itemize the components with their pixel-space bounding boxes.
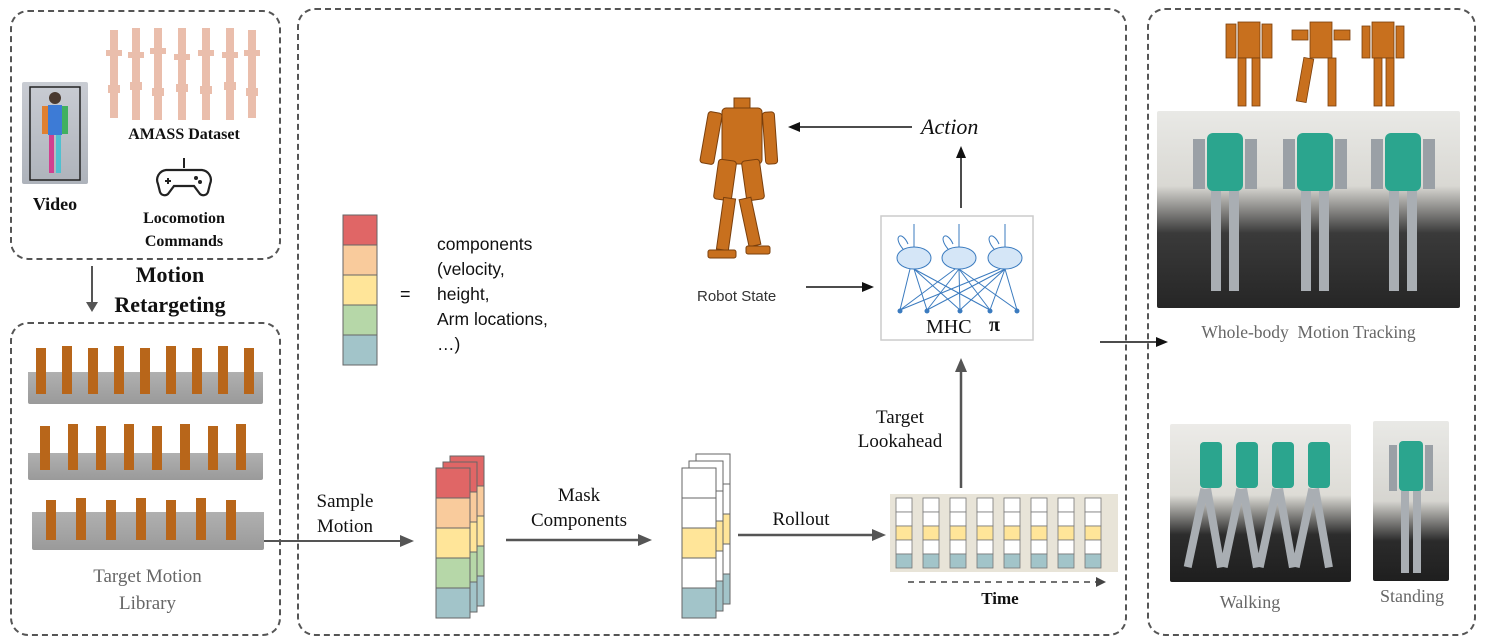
time-label: Time — [981, 589, 1019, 608]
robot-figure — [699, 97, 779, 259]
rollout-timeline — [890, 494, 1118, 572]
legend-equals: = — [400, 284, 411, 304]
video-thumbnail — [22, 82, 88, 184]
mask-label-1: Mask — [557, 485, 601, 506]
retarget-arrow — [86, 266, 98, 312]
locomotion-label-2: Commands — [144, 233, 224, 250]
library-image-3 — [32, 496, 264, 550]
walking-photo — [1170, 424, 1351, 582]
gamepad-icon — [156, 158, 212, 197]
component-green — [342, 304, 378, 336]
target-lookahead-label-1: Target — [876, 407, 924, 428]
library-label-1: Target Motion — [93, 566, 202, 587]
library-image-2 — [28, 420, 263, 480]
library-label-2: Library — [119, 593, 176, 614]
whole-body-label: Whole-body Motion Tracking — [1201, 322, 1416, 342]
legend-line-4: Arm locations, — [437, 309, 548, 329]
sample-motion-label-2: Motion — [317, 516, 373, 537]
walking-label: Walking — [1219, 592, 1281, 612]
masked-motion-stack — [681, 453, 731, 619]
results-panel — [1147, 8, 1476, 636]
action-label: Action — [921, 114, 979, 139]
component-red — [342, 214, 378, 246]
whole-body-photo — [1157, 111, 1460, 308]
legend-line-3: height, — [437, 284, 490, 304]
library-robots-2 — [40, 424, 246, 470]
sample-motion-label-1: Sample — [316, 491, 374, 512]
walking-robots — [1183, 442, 1333, 569]
library-robots-1 — [36, 346, 254, 394]
component-orange — [342, 244, 378, 276]
training-panel — [297, 8, 1127, 636]
sampled-motion-stack — [435, 455, 485, 619]
pi-label: π — [989, 314, 1000, 336]
sim-robots — [1225, 21, 1405, 107]
legend-line-1: components — [437, 234, 533, 254]
video-label: Video — [32, 194, 78, 214]
component-stack-legend — [342, 214, 378, 366]
robot-state-label: Robot State — [697, 288, 777, 305]
input-panel — [10, 10, 281, 260]
whole-body-robots — [1193, 133, 1435, 291]
video-person-figure — [29, 86, 81, 181]
library-panel — [10, 322, 281, 636]
locomotion-label-1: Locomotion — [143, 210, 225, 227]
retargeting-label-2: Retargeting — [114, 292, 226, 317]
component-yellow — [342, 274, 378, 306]
neural-network-icon — [896, 224, 1023, 311]
component-blue — [342, 334, 378, 366]
target-lookahead-label-2: Lookahead — [857, 431, 943, 452]
standing-label: Standing — [1379, 586, 1444, 606]
legend-text: components (velocity, height, Arm locati… — [437, 232, 548, 357]
amass-label: AMASS Dataset — [128, 126, 240, 143]
mask-label-2: Components — [530, 510, 628, 531]
legend-line-2: (velocity, — [437, 259, 505, 279]
legend-line-5: …) — [437, 334, 461, 354]
rollout-label: Rollout — [772, 509, 830, 530]
retargeting-label-1: Motion — [135, 262, 205, 287]
standing-robot — [1389, 441, 1433, 573]
mhc-label: MHC — [926, 316, 972, 338]
standing-photo — [1373, 421, 1449, 581]
library-image-1 — [28, 340, 263, 404]
amass-figures — [106, 28, 260, 120]
library-robots-3 — [46, 498, 236, 540]
